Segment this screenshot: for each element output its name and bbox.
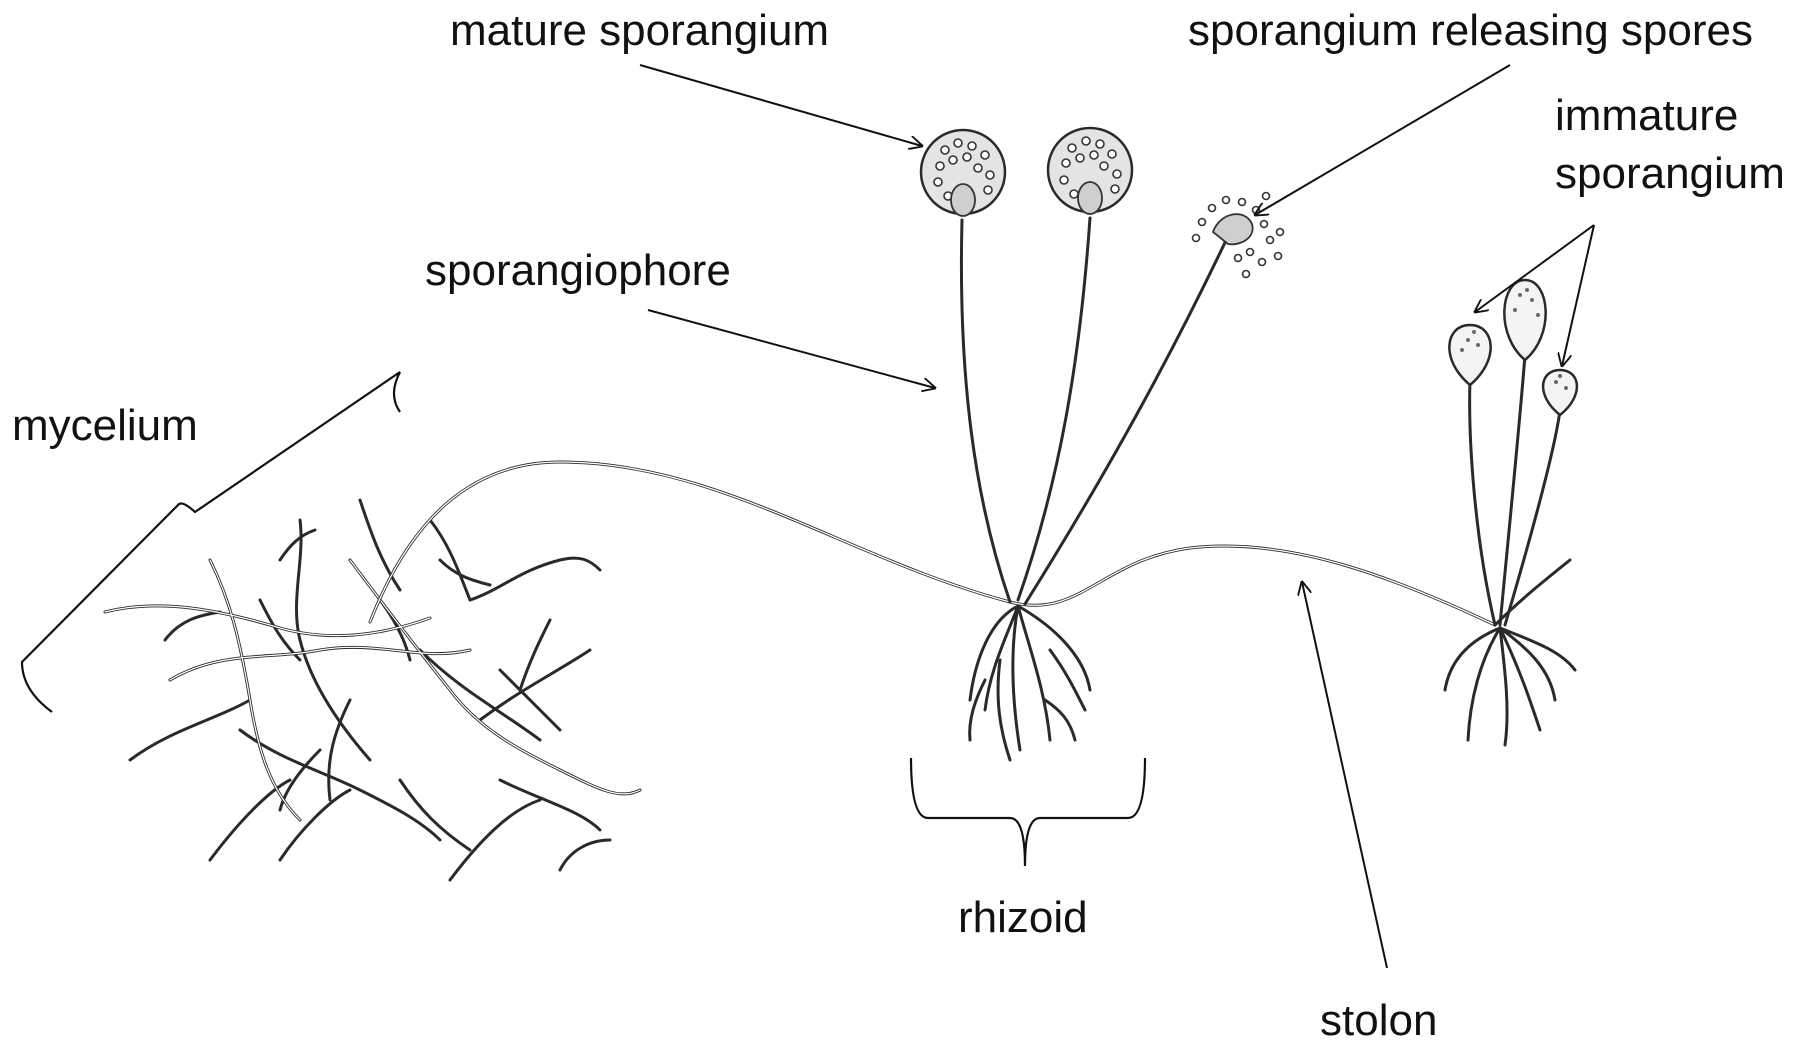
rhizoid-label: rhizoid — [958, 893, 1088, 942]
sporangiophore-label: sporangiophore — [425, 246, 731, 295]
stolon-pointer — [1302, 582, 1387, 968]
mycelium-label: mycelium — [12, 401, 198, 450]
sporangium-releasing-spores-label: sporangium releasing spores — [1188, 6, 1753, 55]
stolon-hyphae — [370, 462, 1570, 625]
mature-sporangium-left — [921, 130, 1005, 216]
immature-sporangium-label-line1: immature — [1555, 91, 1738, 140]
releasing-spores-pointer — [1255, 65, 1510, 215]
immature-sporangium-2 — [1504, 280, 1545, 360]
central-rhizoids — [970, 606, 1090, 760]
rhizoid-brace — [911, 758, 1145, 866]
stolon-label: stolon — [1320, 996, 1437, 1040]
immature-sporangium-label-line2: sporangium — [1555, 149, 1785, 198]
mycelium-network — [105, 500, 640, 880]
immature-pointer-right — [1562, 225, 1594, 366]
mature-sporangium-pointer — [640, 65, 922, 146]
sporangiophores — [961, 218, 1230, 604]
immature-sporangium-3 — [1543, 370, 1577, 415]
sporangiophore-pointer — [648, 310, 935, 388]
mature-sporangium-right — [1048, 128, 1132, 214]
immature-sporangium-1 — [1449, 325, 1490, 385]
mature-sporangium-label: mature sporangium — [450, 6, 829, 55]
right-rhizoids — [1445, 628, 1575, 745]
